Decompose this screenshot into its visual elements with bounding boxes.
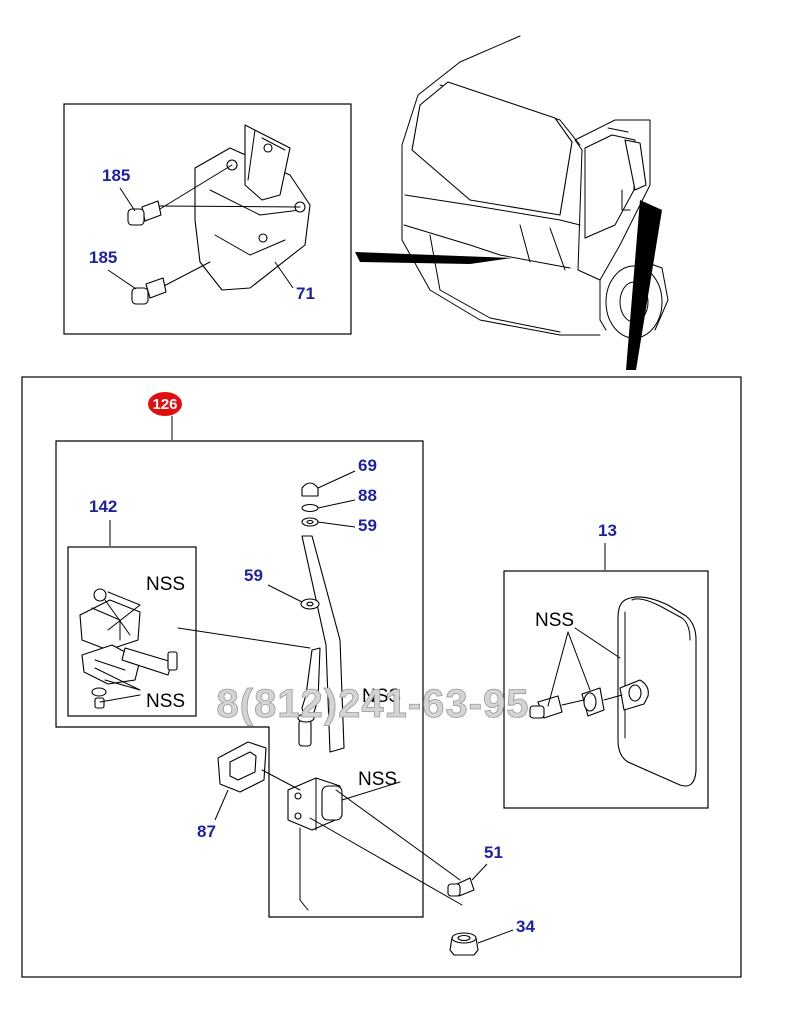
callout-59-lower[interactable]: 59 [244,566,263,585]
nss-note-mount-bottom: NSS [146,691,185,712]
leader-185-lower [107,269,137,290]
callout-185-upper[interactable]: 185 [102,166,130,185]
mirror-head-13 [529,596,697,787]
pointer-wedge-left [355,252,512,264]
bolt-axis-line [159,205,301,208]
bracket-detail-panel: 185 185 71 [63,103,352,335]
pointer-wedge-right [626,200,662,370]
leader-51 [471,863,488,881]
bracket-part-71 [194,124,311,291]
callout-71[interactable]: 71 [296,284,315,303]
leader-185-upper [119,187,136,212]
leader-71 [274,261,294,289]
nss-note-bracket: NSS [358,769,397,790]
leader-34 [477,929,514,944]
callout-34[interactable]: 34 [516,917,535,936]
washer-88 [301,503,319,513]
callout-badge-126[interactable]: 126 [148,392,182,416]
mirror-head-13-frame [503,570,709,809]
truck-cab-illustration [355,35,669,370]
callout-69[interactable]: 69 [358,456,377,475]
svg-text:126: 126 [152,396,177,413]
phone-watermark: 8(812)241-63-95 [217,682,530,726]
callout-87[interactable]: 87 [197,822,216,841]
rubber-pad-87 [217,741,301,793]
callout-59-upper[interactable]: 59 [358,516,377,535]
leader-69 [317,470,356,489]
leader-87 [214,789,229,821]
nut-34 [449,932,479,956]
hinge-bracket [287,777,463,911]
mirror-arm-assembly-outline [55,440,424,918]
bolt-185-upper [127,164,233,226]
nss-note-mount-top: NSS [146,574,185,595]
mirror-arm-rod [297,535,345,753]
callout-51[interactable]: 51 [484,843,503,862]
callout-13[interactable]: 13 [598,521,617,540]
bolt-185-lower [131,261,211,305]
bracket-detail-frame [63,103,352,335]
callout-88[interactable]: 88 [358,486,377,505]
callout-142[interactable]: 142 [89,497,117,516]
leader-59-upper [317,521,356,528]
leader-88 [317,499,356,509]
nss-note-arm: NSS [362,686,401,707]
nss-note-mirror: NSS [535,610,574,631]
leader-59-lower [267,584,303,603]
main-assembly-frame [21,376,742,978]
callout-185-lower[interactable]: 185 [89,248,117,267]
cap-nut-69 [301,482,319,497]
mount-kit-142-frame [67,546,197,717]
mount-kit-142-parts [79,588,311,709]
bolt-51 [447,877,475,897]
